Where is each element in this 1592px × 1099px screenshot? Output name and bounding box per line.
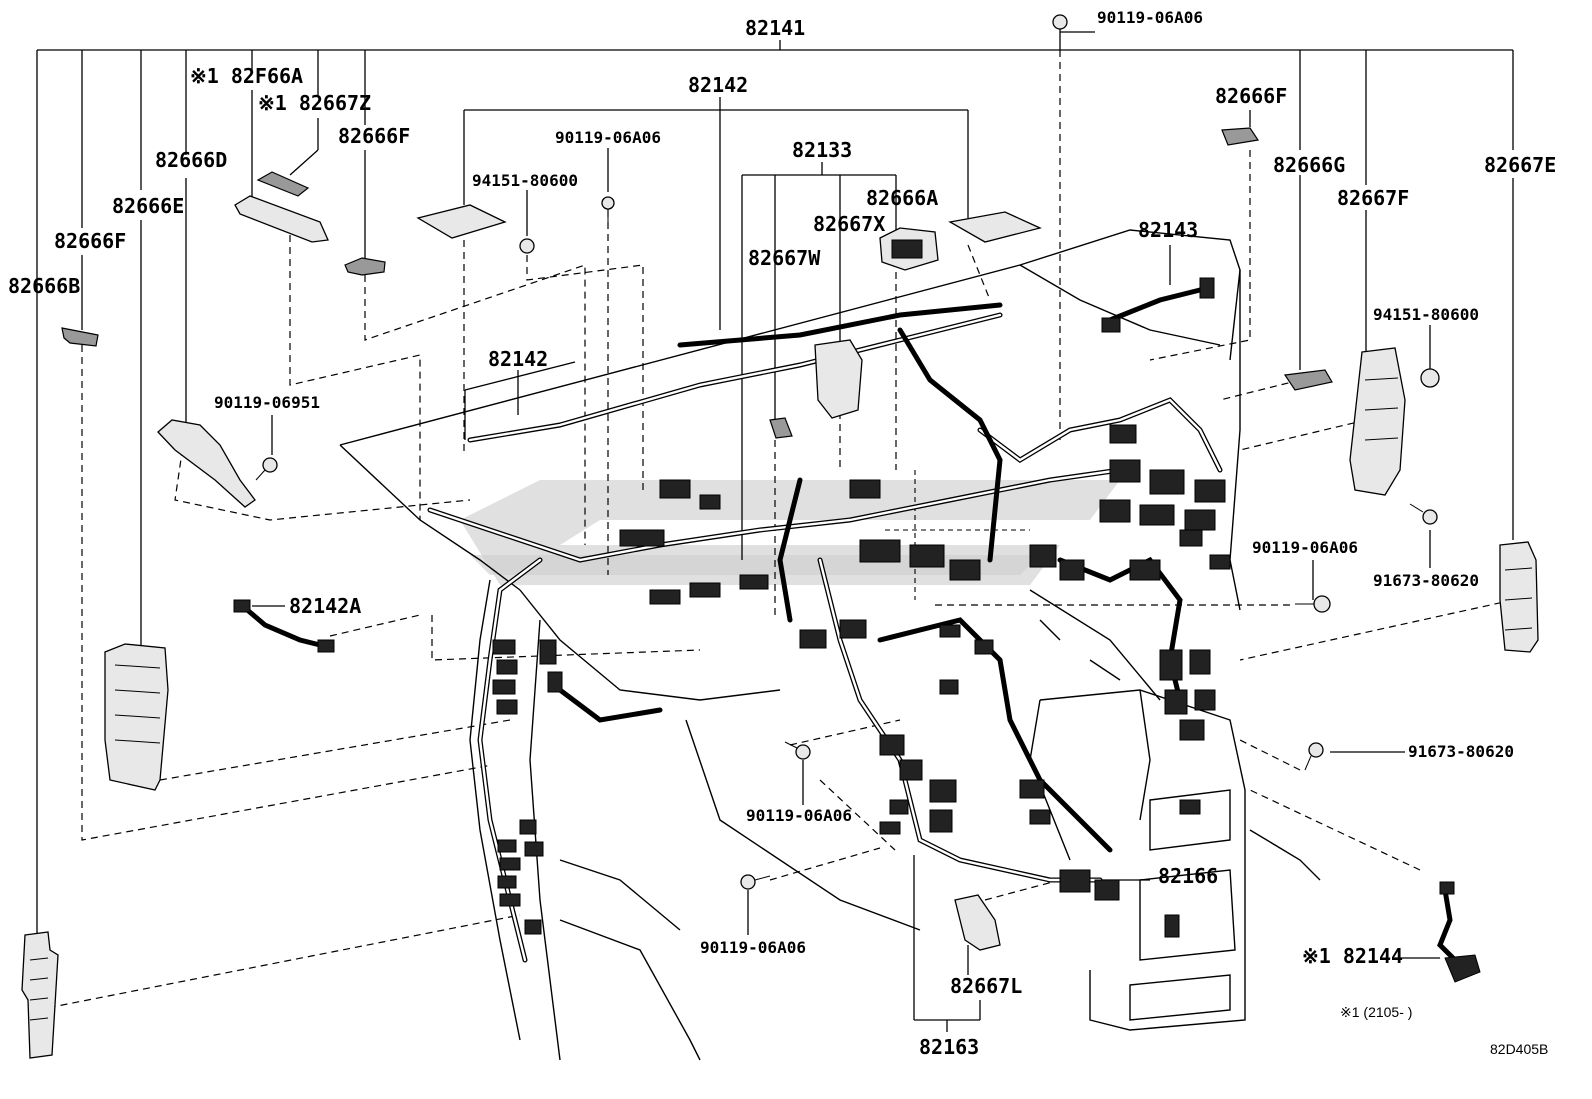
part-82667L-bracket (954, 894, 1001, 951)
part-91673-80620-bolt-bottom (1304, 742, 1324, 771)
label-82142-top: 82142 (688, 73, 748, 97)
label-90119-06951: 90119-06951 (214, 393, 320, 412)
instrument-panel-outline (339, 229, 1321, 1061)
part-94151-80600-nut-right (1420, 368, 1440, 388)
label-82666E: 82666E (112, 194, 184, 218)
part-82142-tray-right (948, 211, 1042, 243)
part-82666G-clip (1283, 369, 1333, 391)
label-82667Z: ※1 82667Z (258, 91, 371, 115)
label-82F66A: ※1 82F66A (190, 64, 303, 88)
label-82666F-right: 82666F (1215, 84, 1287, 108)
part-82F66A-bracket (234, 195, 329, 243)
part-82666F-clip-left (61, 327, 99, 347)
diagram-code: 82D405B (1490, 1041, 1548, 1057)
label-90119-06A06-bottom: 90119-06A06 (700, 938, 806, 957)
part-82142-tray-left (416, 204, 507, 239)
part-82666D-bracket (157, 419, 256, 508)
part-90119-06A06-bolt-right (1295, 595, 1331, 613)
label-82666F-left-top: 82666F (338, 124, 410, 148)
part-91673-80620-bolt-top (1409, 503, 1438, 525)
label-94151-80600-left: 94151-80600 (472, 171, 578, 190)
label-82667X: 82667X (813, 212, 885, 236)
label-82141: 82141 (745, 16, 805, 40)
label-82666D: 82666D (155, 148, 227, 172)
part-90119-06A06-bolt-mid (601, 196, 615, 222)
part-82667F-bracket (1349, 347, 1406, 496)
label-82667E: 82667E (1484, 153, 1556, 177)
label-90119-06A06-top: 90119-06A06 (1097, 8, 1203, 27)
part-82144-sensor (1439, 881, 1481, 983)
label-82163: 82163 (919, 1035, 979, 1059)
label-82142A: 82142A (289, 594, 361, 618)
part-94151-80600-nut-left (519, 238, 535, 254)
label-82166: 82166 (1158, 864, 1218, 888)
part-82666E-bracket (104, 643, 169, 791)
part-82666F-clip-right (1221, 127, 1260, 146)
part-82666B-bracket (21, 931, 59, 1059)
part-82667W-clip (769, 417, 793, 439)
label-90119-06A06-lower: 90119-06A06 (746, 806, 852, 825)
label-82666F-left: 82666F (54, 229, 126, 253)
label-82666G: 82666G (1273, 153, 1345, 177)
label-90119-06A06-right: 90119-06A06 (1252, 538, 1358, 557)
label-94151-80600-right: 94151-80600 (1373, 305, 1479, 324)
part-82666A-block (879, 227, 939, 271)
label-90119-06A06-mid: 90119-06A06 (555, 128, 661, 147)
part-90119-06A06-bolt-bottom (740, 874, 771, 890)
label-91673-80620-top: 91673-80620 (1373, 571, 1479, 590)
part-90119-06A06-bolt-lower (784, 741, 811, 760)
label-82666A: 82666A (866, 186, 938, 210)
watermark (460, 480, 1120, 585)
label-82667L: 82667L (950, 974, 1022, 998)
label-91673-80620-bottom: 91673-80620 (1408, 742, 1514, 761)
label-82142-mid: 82142 (488, 347, 548, 371)
harness-connectors (492, 424, 1231, 938)
part-82666F-clip-top (344, 257, 386, 276)
label-82667F: 82667F (1337, 186, 1409, 210)
part-82667Z-clip (256, 171, 310, 197)
label-82144: ※1 82144 (1302, 944, 1403, 968)
part-82667E-bracket (1499, 541, 1539, 653)
label-82133: 82133 (792, 138, 852, 162)
label-82666B: 82666B (8, 274, 80, 298)
leader-lines (36, 18, 1514, 1032)
part-90119-06951-bolt (255, 457, 278, 481)
main-bracket (36, 40, 1514, 300)
part-labels: 82141 90119-06A06 ※1 82F66A ※1 82667Z 82… (8, 8, 1556, 1059)
dashed-leaders (36, 50, 1514, 1011)
part-90119-06A06-bolt-top (1052, 14, 1068, 40)
part-82143-wire (1101, 277, 1215, 333)
part-82142A-wire (233, 599, 335, 653)
part-82667X-relay (814, 339, 863, 419)
label-82143: 82143 (1138, 218, 1198, 242)
label-82667W: 82667W (748, 246, 821, 270)
footnote: ※1 (2105- ) (1340, 1004, 1412, 1020)
